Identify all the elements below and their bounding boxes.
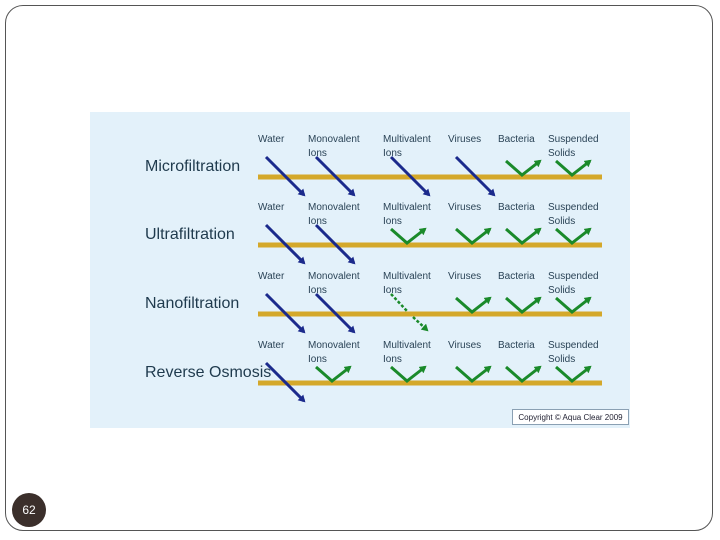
column-label: Monovalent: [308, 202, 360, 213]
pass-arrow: [389, 155, 431, 197]
reject-arrow: [555, 365, 592, 383]
column-label: Monovalent: [308, 271, 360, 282]
pass-arrow: [264, 361, 306, 403]
reject-arrow: [455, 296, 492, 314]
column-label: Solids: [548, 216, 575, 227]
reject-arrow: [315, 365, 352, 383]
process-label: Reverse Osmosis: [145, 364, 271, 381]
column-label: Ions: [383, 148, 402, 159]
column-label: Bacteria: [498, 340, 535, 351]
process-label: Nanofiltration: [145, 295, 239, 312]
column-label: Suspended: [548, 202, 599, 213]
reject-arrow: [505, 159, 542, 177]
column-label: Solids: [548, 285, 575, 296]
process-label: Microfiltration: [145, 158, 240, 175]
pass-arrow: [314, 292, 356, 334]
column-label: Viruses: [448, 202, 481, 213]
column-label: Ions: [383, 216, 402, 227]
column-label: Multivalent: [383, 271, 431, 282]
reject-arrow: [390, 227, 427, 245]
column-label: Multivalent: [383, 134, 431, 145]
reject-arrow: [555, 227, 592, 245]
column-label: Ions: [383, 285, 402, 296]
column-label: Multivalent: [383, 202, 431, 213]
reject-arrow: [455, 227, 492, 245]
column-label: Bacteria: [498, 134, 535, 145]
pass-arrow: [264, 292, 306, 334]
reject-arrow: [390, 365, 427, 383]
pass-arrow: [454, 155, 496, 197]
column-label: Ions: [308, 148, 327, 159]
process-label: Ultrafiltration: [145, 226, 235, 243]
column-label: Suspended: [548, 271, 599, 282]
column-label: Viruses: [448, 134, 481, 145]
reject-arrow: [555, 296, 592, 314]
column-label: Water: [258, 202, 285, 213]
pass-arrow: [264, 223, 306, 265]
column-label: Monovalent: [308, 134, 360, 145]
pass-arrow: [264, 155, 306, 197]
pass-arrow: [314, 223, 356, 265]
reject-arrow: [505, 296, 542, 314]
page-number-badge: 62: [12, 493, 46, 527]
column-label: Bacteria: [498, 271, 535, 282]
pass-arrow: [314, 155, 356, 197]
column-label: Bacteria: [498, 202, 535, 213]
column-label: Suspended: [548, 340, 599, 351]
column-label: Multivalent: [383, 340, 431, 351]
column-label: Water: [258, 340, 285, 351]
column-label: Viruses: [448, 340, 481, 351]
column-label: Viruses: [448, 271, 481, 282]
reject-arrow: [505, 227, 542, 245]
column-label: Suspended: [548, 134, 599, 145]
column-label: Water: [258, 271, 285, 282]
column-label: Ions: [383, 354, 402, 365]
column-label: Ions: [308, 285, 327, 296]
partial-arrow-lower: [412, 316, 429, 332]
column-label: Monovalent: [308, 340, 360, 351]
copyright-notice: Copyright © Aqua Clear 2009: [512, 409, 629, 425]
partial-arrow-upper: [390, 293, 408, 312]
column-label: Ions: [308, 216, 327, 227]
reject-arrow: [505, 365, 542, 383]
column-label: Ions: [308, 354, 327, 365]
reject-arrow: [555, 159, 592, 177]
reject-arrow: [455, 365, 492, 383]
column-label: Solids: [548, 148, 575, 159]
column-label: Water: [258, 134, 285, 145]
column-label: Solids: [548, 354, 575, 365]
